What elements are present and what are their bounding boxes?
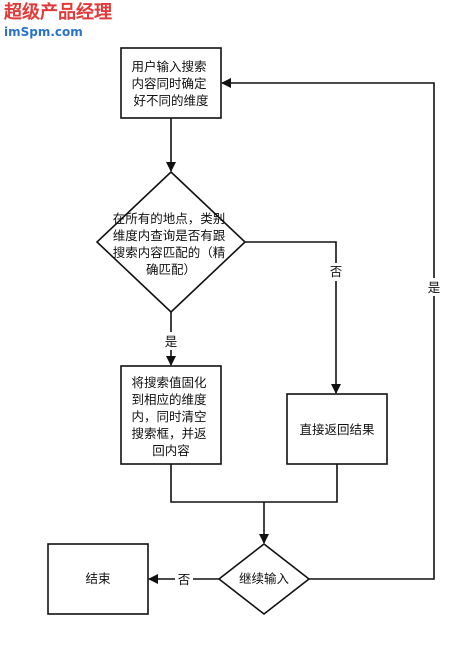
node-end: 结束	[47, 543, 149, 615]
node-start-text: 用户输入搜索 内容同时确定 好不同的维度	[132, 59, 211, 108]
decision-continue-input-text: 继续输入	[239, 571, 290, 586]
edge-label-bg	[175, 570, 193, 588]
edge-label-bg	[425, 278, 443, 296]
edge-label-yes-1: 是	[165, 334, 178, 349]
edge-label-no-2: 否	[178, 572, 191, 587]
edge-merge-results	[170, 464, 338, 503]
watermark-title: 超级产品经理	[4, 1, 112, 23]
node-direct-return: 直接返回结果	[286, 393, 388, 465]
edge-label-yes-2: 是	[428, 280, 441, 295]
node-fix-dimension: 将搜索值固化 到相应的维度 内，同时清空 搜索框，并返 回内容	[120, 365, 222, 465]
decision-exact-match: 在所有的地点，类别 维度内查询是否有跟 搜索内容匹配的（精 确匹配）	[95, 170, 247, 314]
edge-continue-yes-loop	[221, 78, 435, 580]
edge-label-bg	[328, 263, 344, 281]
node-fix-dimension-text: 将搜索值固化 到相应的维度 内，同时清空 搜索框，并返 回内容	[132, 375, 211, 458]
edge-label-no-1: 否	[330, 264, 343, 279]
edge-decision-no	[245, 241, 341, 394]
node-start: 用户输入搜索 内容同时确定 好不同的维度	[120, 47, 222, 119]
watermark-logo: 超级产品经理 imSpm.com	[4, 1, 112, 39]
edge-label-bg	[162, 332, 180, 350]
node-direct-return-text: 直接返回结果	[299, 422, 375, 437]
node-end-text: 结束	[85, 571, 111, 586]
decision-continue-input: 继续输入	[217, 542, 311, 616]
decision-exact-match-text: 在所有的地点，类别 维度内查询是否有跟 搜索内容匹配的（精 确匹配）	[113, 211, 230, 277]
watermark-url: imSpm.com	[4, 25, 83, 39]
